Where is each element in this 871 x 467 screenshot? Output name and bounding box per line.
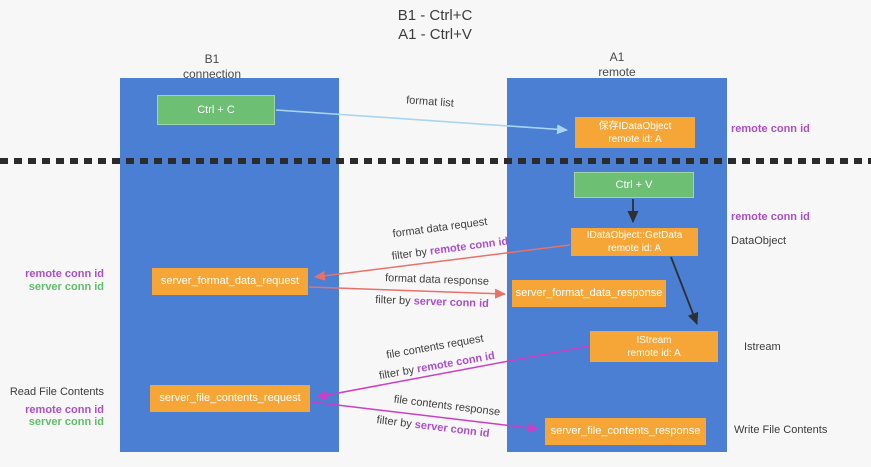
server-file-contents-response-box: server_file_contents_response xyxy=(545,418,706,445)
istream-line2: remote id: A xyxy=(627,347,681,359)
left-remote-conn-id-1: remote conn id xyxy=(25,268,104,280)
save-idataobject-box: 保存IDataObject remote id: A xyxy=(575,117,695,148)
file-contents-response-arrow-label: file contents response xyxy=(393,393,501,419)
format-list-arrow-label: format list xyxy=(405,94,455,110)
filter-key-server-conn-id: server conn id xyxy=(414,418,491,440)
server-format-data-response-label: server_format_data_response xyxy=(515,287,663,299)
lane-a1-name: A1 xyxy=(609,50,625,64)
ctrl-v-box: Ctrl + V xyxy=(574,172,694,198)
getdata-line2: remote id: A xyxy=(607,243,662,254)
server-format-data-request-box: server_format_data_request xyxy=(152,268,308,295)
left-remote-conn-id-2: remote conn id xyxy=(25,404,104,416)
lane-header-a1: A1 remote xyxy=(557,50,677,80)
server-format-data-response-box: server_format_data_response xyxy=(512,280,666,307)
format-data-response-arrow-label: format data response xyxy=(384,272,490,288)
istream-box: IStream remote id: A xyxy=(590,331,718,362)
server-file-contents-response-label: server_file_contents_response xyxy=(550,425,701,437)
left-server-conn-id-1: server conn id xyxy=(28,281,104,293)
save-idataobject-line2: remote id: A xyxy=(608,133,662,145)
filter-by-prefix: filter by xyxy=(378,363,419,383)
ctrl-v-label: Ctrl + V xyxy=(615,178,653,191)
server-format-data-request-label: server_format_data_request xyxy=(160,275,300,287)
read-file-contents-label: Read File Contents xyxy=(9,386,104,398)
filter-by-prefix: filter by xyxy=(375,414,416,431)
format-data-response-filter-label: filter by server conn id xyxy=(357,293,507,310)
save-idataobject-line1: 保存IDataObject xyxy=(598,120,672,132)
lane-b1-role: connection xyxy=(182,67,242,81)
dataobject-label: DataObject xyxy=(731,235,787,247)
write-file-contents-label: Write File Contents xyxy=(734,424,828,436)
filter-key-server-conn-id: server conn id xyxy=(413,295,490,310)
getdata-line1: IDataObject::GetData xyxy=(586,230,683,241)
phase-separator-dashed-line xyxy=(0,158,871,164)
server-file-contents-request-box: server_file_contents_request xyxy=(150,385,310,412)
ctrl-c-label: Ctrl + C xyxy=(197,103,235,116)
right-remote-conn-id-top: remote conn id xyxy=(731,123,810,135)
istream-side-label: Istream xyxy=(744,341,781,353)
diagram-title: B1 - Ctrl+C A1 - Ctrl+V xyxy=(335,6,535,44)
filter-by-prefix: filter by xyxy=(374,294,414,308)
lane-header-b1: B1 connection xyxy=(152,52,272,82)
ctrl-c-box: Ctrl + C xyxy=(157,95,275,125)
title-line-2: A1 - Ctrl+V xyxy=(398,26,472,43)
right-remote-conn-id-mid: remote conn id xyxy=(731,211,810,223)
server-file-contents-request-label: server_file_contents_request xyxy=(159,392,301,404)
filter-by-prefix: filter by xyxy=(391,245,431,263)
lane-b1-name: B1 xyxy=(204,52,220,66)
left-server-conn-id-2: server conn id xyxy=(28,416,104,428)
lane-a1-role: remote xyxy=(598,65,636,79)
filter-key-remote-conn-id: remote conn id xyxy=(429,235,509,258)
idataobject-getdata-box: IDataObject::GetData remote id: A xyxy=(571,228,698,256)
istream-line1: IStream xyxy=(636,334,672,346)
title-line-1: B1 - Ctrl+C xyxy=(397,7,473,24)
